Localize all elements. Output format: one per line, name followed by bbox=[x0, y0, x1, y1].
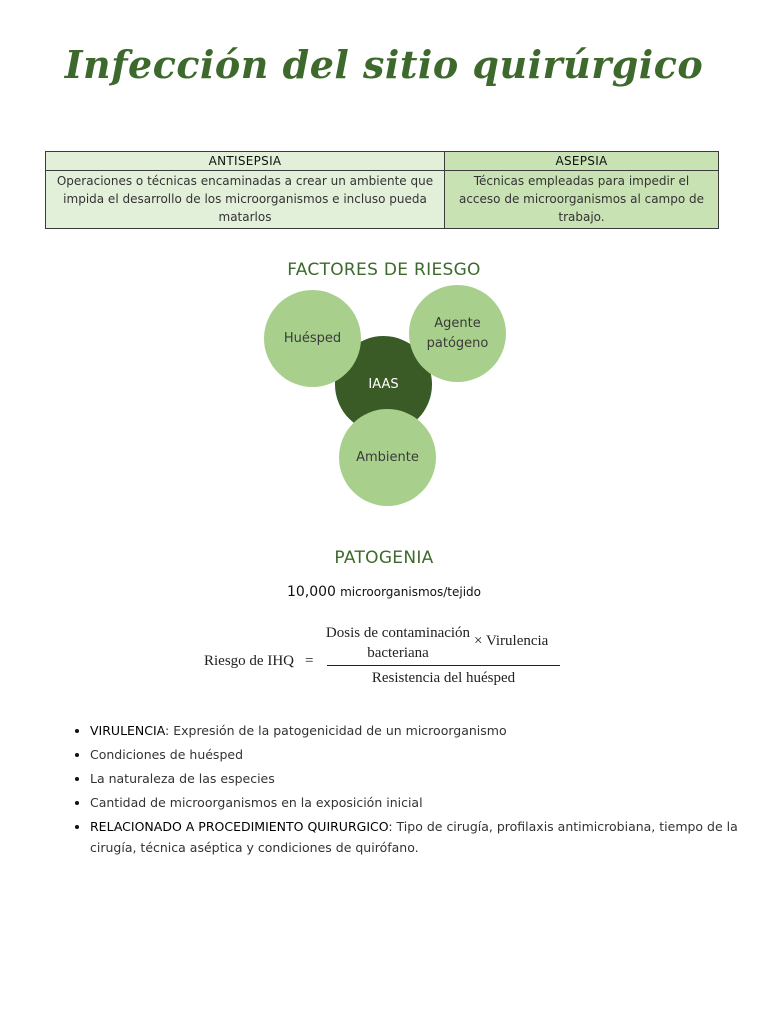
center-label: IAAS bbox=[368, 376, 399, 392]
list-item-term: RELACIONADO A PROCEDIMIENTO QUIRURGICO bbox=[90, 819, 389, 834]
list-item-text: La naturaleza de las especies bbox=[90, 771, 275, 786]
list-item: La naturaleza de las especies bbox=[90, 768, 740, 789]
formula-numerator: Dosis de contaminación bacteriana bbox=[325, 623, 471, 663]
numerator-line2: bacteriana bbox=[367, 645, 429, 661]
list-item-text: : Tipo de cirugía, profilaxis antimicrob… bbox=[90, 819, 738, 855]
table-cell-antisepsia: Operaciones o técnicas encaminadas a cre… bbox=[45, 170, 445, 229]
numerator-line1: Dosis de contaminación bbox=[325, 625, 471, 641]
list-item: RELACIONADO A PROCEDIMIENTO QUIRURGICO: … bbox=[90, 816, 740, 858]
risk-formula: Riesgo de IHQ = Dosis de contaminación b… bbox=[200, 620, 570, 692]
count-value: 10,000 bbox=[286, 584, 336, 600]
formula-times-virulencia: × Virulencia bbox=[474, 633, 549, 649]
formula-equals: = bbox=[305, 653, 314, 669]
count-unit: microorganismos/tejido bbox=[340, 585, 482, 599]
circle-ambiente: Ambiente bbox=[339, 409, 436, 506]
huesped-label: Huésped bbox=[283, 330, 342, 346]
list-item-text: Condiciones de huésped bbox=[90, 747, 244, 762]
agente-label-line2: patógeno bbox=[426, 335, 489, 351]
factors-list: VIRULENCIA: Expresión de la patogenicida… bbox=[66, 720, 740, 861]
factores-title: FACTORES DE RIESGO bbox=[287, 260, 481, 280]
definitions-table: ANTISEPSIA ASEPSIA Operaciones o técnica… bbox=[45, 151, 719, 229]
circle-huesped: Huésped bbox=[264, 290, 361, 387]
fraction-bar bbox=[327, 665, 560, 666]
page-title: Infección del sitio quirúrgico bbox=[64, 42, 704, 87]
list-item: Condiciones de huésped bbox=[90, 744, 740, 765]
list-item: Cantidad de microorganismos en la exposi… bbox=[90, 792, 740, 813]
agente-label-line1: Agente bbox=[434, 315, 481, 331]
list-item-text: : Expresión de la patogenicidad de un mi… bbox=[165, 723, 507, 738]
ambiente-label: Ambiente bbox=[356, 449, 419, 465]
circle-agente: Agente patógeno bbox=[409, 285, 506, 382]
table-header-asepsia: ASEPSIA bbox=[444, 151, 719, 171]
formula-lhs: Riesgo de IHQ bbox=[204, 653, 294, 669]
list-item-term: VIRULENCIA bbox=[90, 723, 166, 738]
table-header-antisepsia: ANTISEPSIA bbox=[45, 151, 445, 171]
patogenia-title: PATOGENIA bbox=[334, 548, 434, 568]
list-item-text: Cantidad de microorganismos en la exposi… bbox=[90, 795, 423, 810]
formula-denominator: Resistencia del huésped bbox=[371, 670, 516, 686]
table-cell-asepsia: Técnicas empleadas para impedir el acces… bbox=[444, 170, 719, 229]
list-item: VIRULENCIA: Expresión de la patogenicida… bbox=[90, 720, 740, 741]
microorganism-count: 10,000 microorganismos/tejido bbox=[0, 584, 768, 600]
